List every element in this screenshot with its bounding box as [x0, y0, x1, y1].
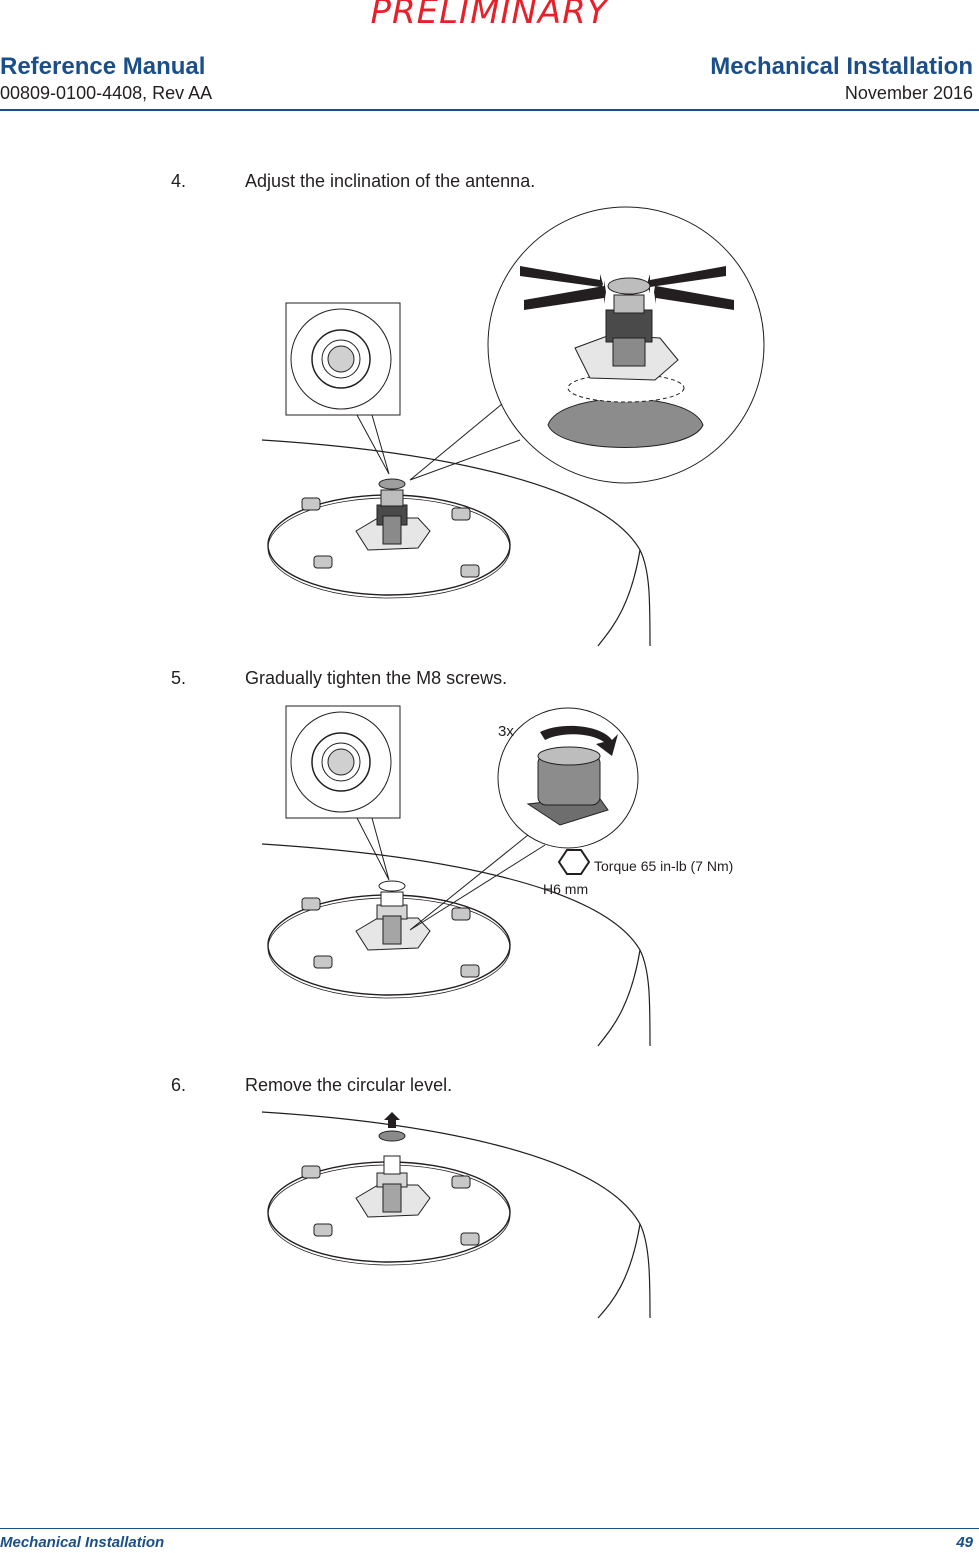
document-number: 00809-0100-4408, Rev AA: [0, 83, 213, 103]
footer-divider: [0, 1528, 979, 1529]
manual-title: Reference Manual: [0, 53, 206, 80]
step-number: 5.: [171, 668, 187, 688]
count-label: 3x: [498, 723, 514, 740]
header-divider: [0, 109, 979, 111]
preliminary-watermark: PRELIMINARY: [370, 0, 609, 32]
publish-date: November 2016: [844, 83, 973, 103]
step-4: 4. Adjust the inclination of the antenna.: [171, 170, 535, 192]
step-number: 4.: [171, 171, 187, 191]
step-number: 6.: [171, 1075, 187, 1095]
step-5: 5. Gradually tighten the M8 screws.: [171, 667, 507, 689]
footer-section: Mechanical Installation: [0, 1534, 165, 1551]
torque-label: Torque 65 in-lb (7 Nm): [594, 858, 733, 874]
header-left: Reference Manual 00809-0100-4408, Rev AA: [0, 52, 212, 104]
lift-arrow: [384, 1112, 400, 1128]
step-text: Adjust the inclination of the antenna.: [245, 171, 536, 191]
tool-size-label: H6 mm: [543, 881, 588, 897]
figure-adjust-inclination: [261, 206, 765, 647]
figure-tighten-screws: 3x Torque 65 in-lb (7 Nm) H6 mm: [261, 705, 733, 1047]
header-right: Mechanical Installation November 2016: [710, 52, 973, 104]
page-number: 49: [956, 1534, 973, 1551]
figure-remove-level: [261, 1111, 651, 1319]
section-title: Mechanical Installation: [710, 53, 973, 80]
step-text: Remove the circular level.: [245, 1075, 453, 1095]
step-6: 6. Remove the circular level.: [171, 1074, 452, 1096]
step-text: Gradually tighten the M8 screws.: [245, 668, 508, 688]
